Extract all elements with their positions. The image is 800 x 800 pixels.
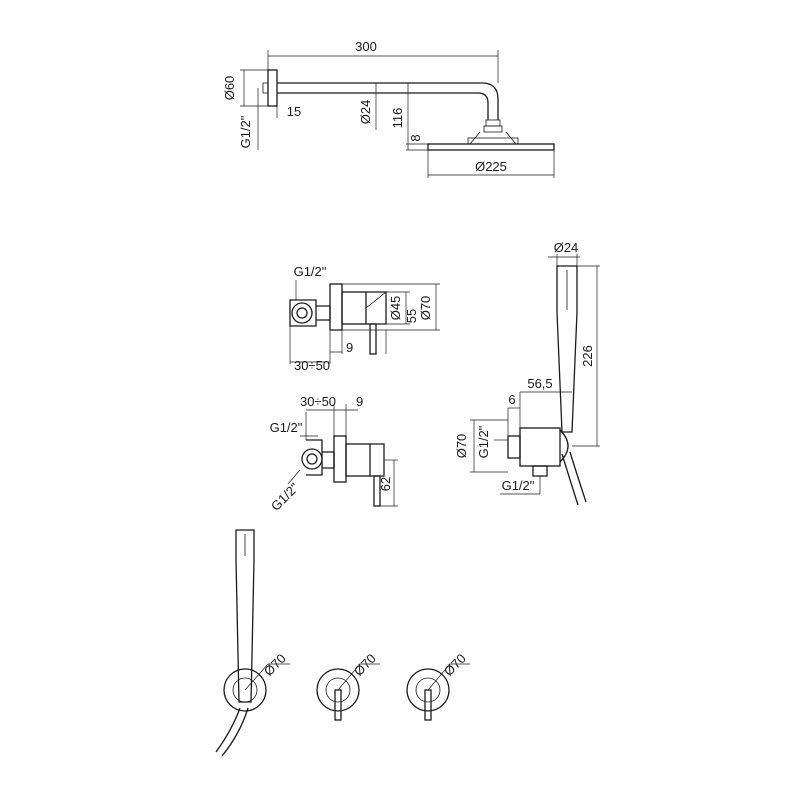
lever-length-label: 62 xyxy=(378,477,393,491)
mixer-top-thread-label: G1/2" xyxy=(294,264,327,279)
front-plate-3-label: Ø70 xyxy=(441,651,469,679)
front-views: Ø70 Ø70 Ø70 xyxy=(215,529,470,757)
arm-thread-label: G1/2" xyxy=(238,115,253,148)
holder-plate-label: Ø70 xyxy=(454,434,469,459)
mixer-top-view: G1/2" Ø45 55 Ø70 9 30÷50 xyxy=(289,264,440,373)
mixer-top-plate-thickness-label: 9 xyxy=(346,340,353,355)
outlet-length-label: 56,5 xyxy=(527,376,552,391)
hand-shower-view: Ø24 226 56,5 6 Ø70 G1/2" G1/2" xyxy=(454,240,600,506)
mixer-bottom-wall-range-label: 30÷50 xyxy=(300,394,336,409)
arm-drop-label: 116 xyxy=(390,108,405,129)
handle-diameter-label: Ø24 xyxy=(554,240,579,255)
shower-arm-view: 300 Ø60 G1/2" 15 Ø24 116 8 Ø225 xyxy=(222,39,555,178)
front-plate-1-label: Ø70 xyxy=(261,651,289,679)
mixer-bottom-thread-top-label: G1/2" xyxy=(270,420,303,435)
arm-length-label: 300 xyxy=(355,39,377,54)
mixer-bottom-thread-bottom-label: G1/2" xyxy=(268,480,302,514)
mixer-top-plate-label: Ø70 xyxy=(418,296,433,321)
lever-diameter-label: Ø45 xyxy=(388,296,403,321)
mixer-bottom-plate-thickness-label: 9 xyxy=(356,394,363,409)
holder-thread-inlet-label: G1/2" xyxy=(476,425,491,458)
mixer-depth-label: 55 xyxy=(404,309,419,323)
pipe-diameter-label: Ø24 xyxy=(358,100,373,125)
flange-diameter-label: Ø60 xyxy=(222,76,237,101)
flange-depth-label: 15 xyxy=(287,104,301,119)
outlet-offset-label: 6 xyxy=(508,392,515,407)
head-diameter-label: Ø225 xyxy=(475,159,507,174)
mixer-top-wall-range-label: 30÷50 xyxy=(294,358,330,373)
handle-length-label: 226 xyxy=(580,345,595,367)
mixer-bottom-view: 30÷50 9 G1/2" G1/2" 62 xyxy=(268,394,398,514)
holder-thread-outlet-label: G1/2" xyxy=(502,478,535,493)
front-plate-2-label: Ø70 xyxy=(351,651,379,679)
head-thickness-label: 8 xyxy=(408,134,423,141)
